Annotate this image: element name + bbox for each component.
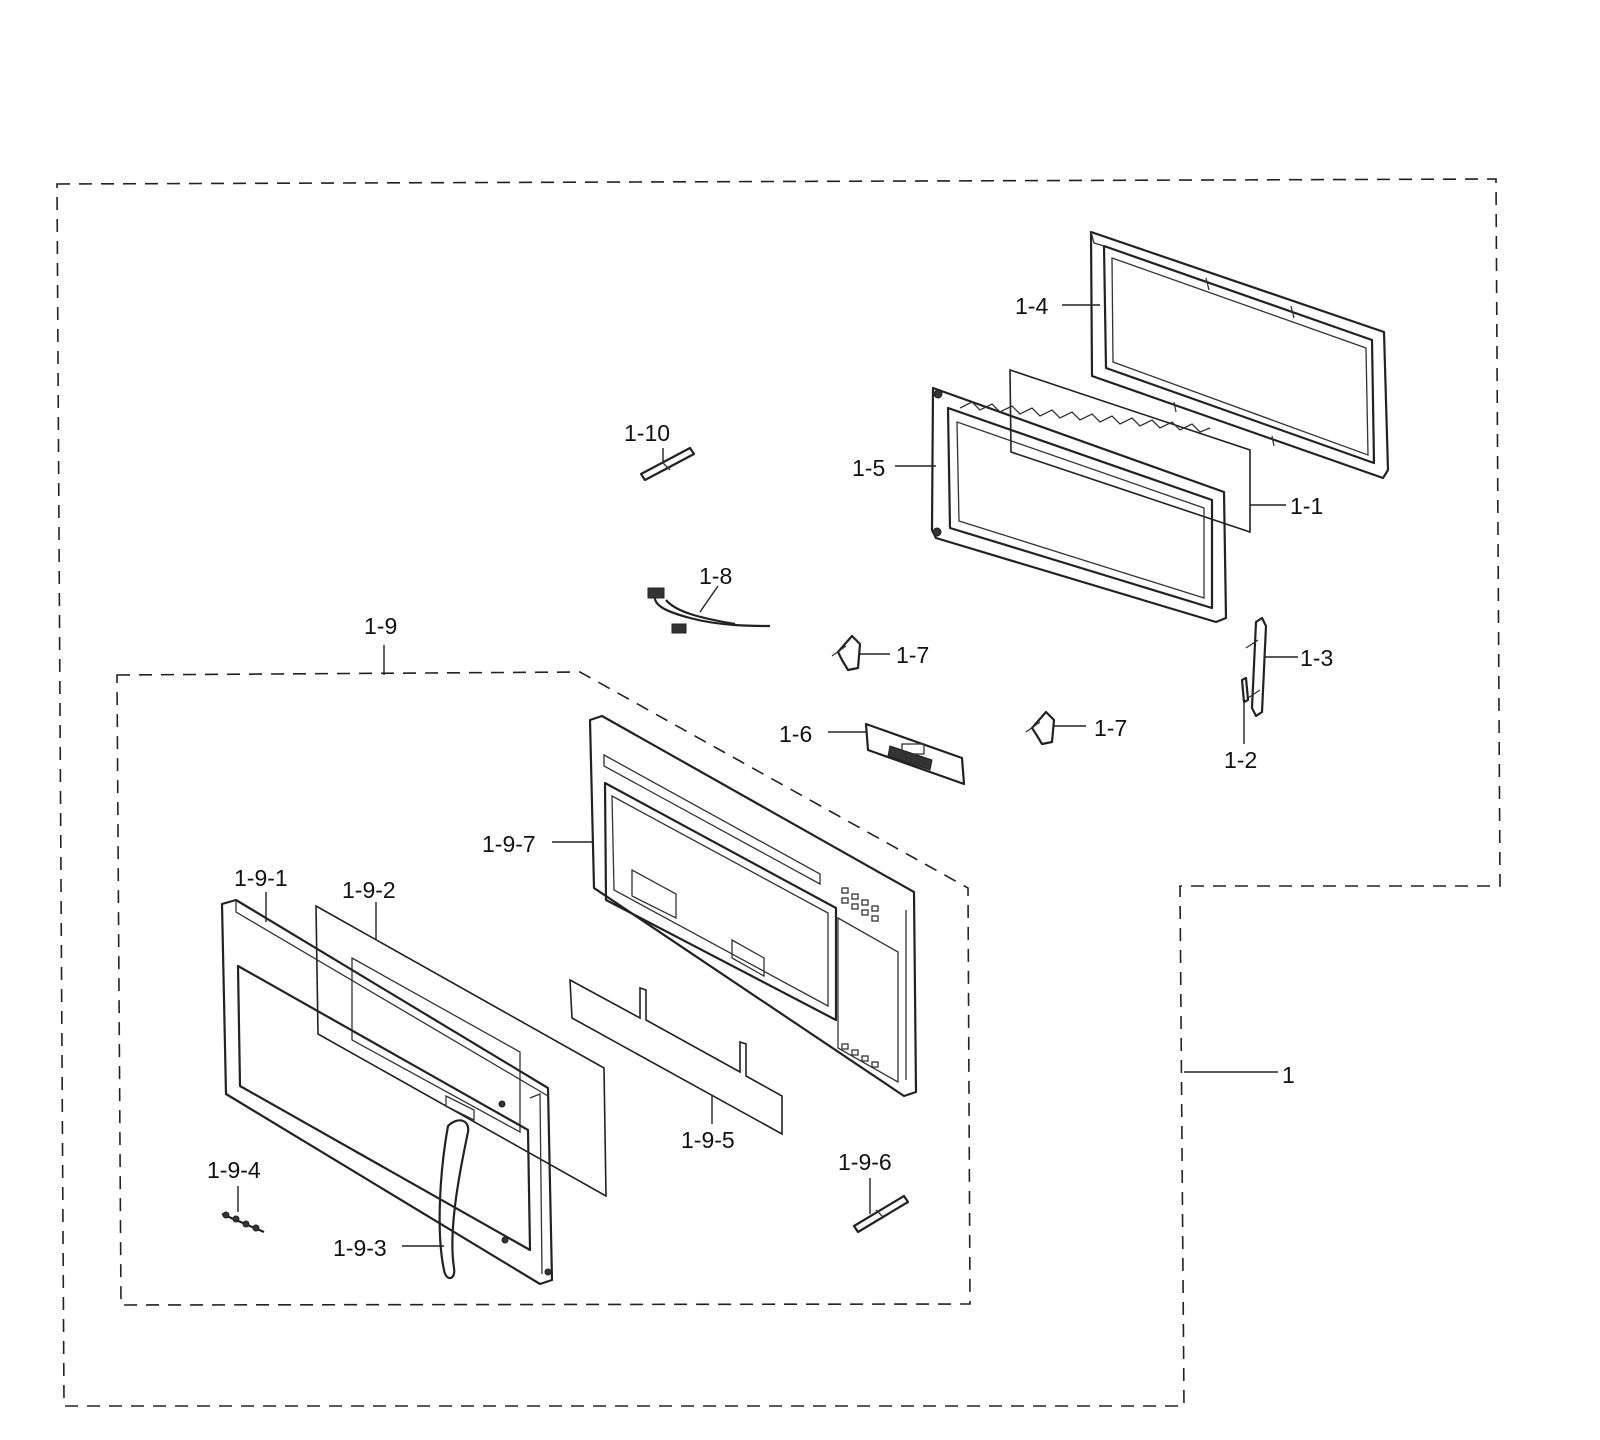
part-1-2-spring bbox=[1240, 676, 1250, 704]
part-1-9-7-panel bbox=[588, 714, 918, 1098]
label-1-9-5: 1-9-5 bbox=[681, 1127, 735, 1153]
part-1-9-2-sheet bbox=[315, 904, 607, 1198]
part-1-8-harness bbox=[647, 587, 771, 634]
part-1-9-3-handle bbox=[438, 1119, 470, 1280]
label-1-9: 1-9 bbox=[364, 613, 397, 639]
label-1-5: 1-5 bbox=[852, 455, 885, 481]
leader-1-8 bbox=[699, 585, 719, 613]
part-1-10-pin bbox=[639, 446, 696, 482]
label-1-9-6: 1-9-6 bbox=[838, 1149, 892, 1175]
label-1-2: 1-2 bbox=[1224, 747, 1257, 773]
label-1-9-1: 1-9-1 bbox=[234, 865, 288, 891]
assembly-1-9-boundary bbox=[116, 671, 971, 1306]
label-1-9-7: 1-9-7 bbox=[482, 831, 536, 857]
part-1-4-frame bbox=[1089, 230, 1390, 480]
part-1-1-screen bbox=[1009, 368, 1251, 534]
assembly-1-boundary bbox=[56, 178, 1501, 1407]
part-1-6-bracket bbox=[864, 722, 966, 786]
label-1-10: 1-10 bbox=[624, 420, 670, 446]
part-1-5-frame bbox=[930, 386, 1228, 624]
label-1-3: 1-3 bbox=[1300, 645, 1333, 671]
part-1-9-5-sheet bbox=[569, 978, 783, 1136]
part-1-7-latch-a bbox=[831, 634, 862, 672]
label-1-7-b: 1-7 bbox=[1094, 715, 1127, 741]
label-1-9-2: 1-9-2 bbox=[342, 877, 396, 903]
label-1-1: 1-1 bbox=[1290, 493, 1323, 519]
part-1-9-4-screws bbox=[221, 1211, 265, 1234]
label-1-9-4: 1-9-4 bbox=[207, 1157, 261, 1183]
part-1-9-1-frame bbox=[220, 898, 554, 1286]
part-1-7-latch-b bbox=[1025, 710, 1056, 746]
part-1-9-6-pin bbox=[852, 1194, 910, 1234]
label-1-4: 1-4 bbox=[1015, 293, 1048, 319]
part-1-3-lever bbox=[1245, 616, 1268, 718]
label-1-9-3: 1-9-3 bbox=[333, 1235, 387, 1261]
label-1-7-a: 1-7 bbox=[896, 642, 929, 668]
label-1-8: 1-8 bbox=[699, 563, 732, 589]
label-1-6: 1-6 bbox=[779, 721, 812, 747]
label-1: 1 bbox=[1282, 1062, 1295, 1088]
